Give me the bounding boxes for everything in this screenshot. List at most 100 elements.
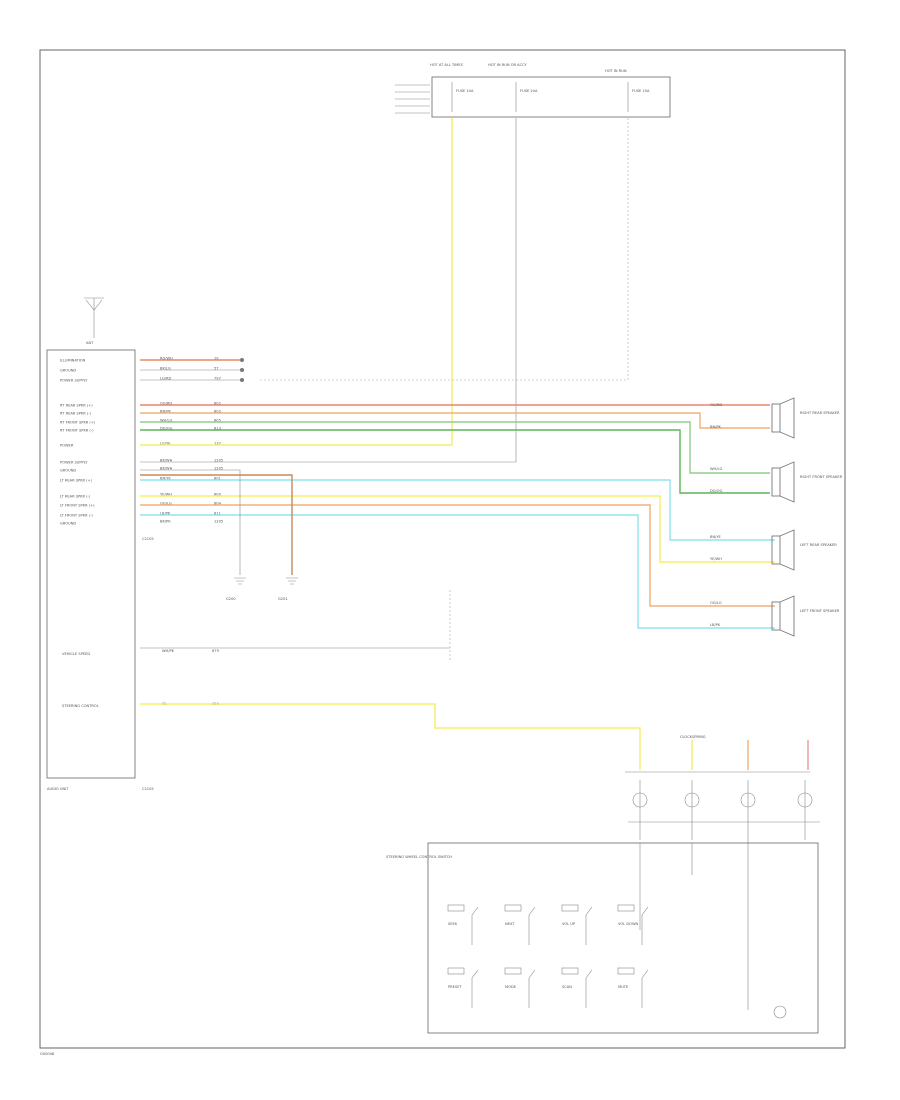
pin-circuit: 1205 <box>214 459 223 463</box>
speaker-wire-2: LB/PK <box>710 623 721 627</box>
switch-button <box>447 967 465 975</box>
pin-name: POWER SUPPLY <box>60 461 88 465</box>
speaker-wire-1: WH/LG <box>710 467 722 471</box>
pin-circuit: 804 <box>214 502 222 506</box>
pin-circuit: 811 <box>214 512 221 516</box>
switch-button <box>561 904 579 912</box>
speaker-wire-1: OG/LG <box>710 601 722 605</box>
vehicle-speed-wire: WH/PK <box>162 649 175 653</box>
pin-circuit: 797 <box>214 377 221 381</box>
pin-wire: DG/OG <box>160 427 173 431</box>
switch-button <box>504 967 522 975</box>
wire-rf-neg <box>140 429 770 494</box>
pin-circuit: 803 <box>214 410 221 414</box>
pin-name: RT REAR SPKR (-) <box>60 412 92 416</box>
wire-lf-pos <box>140 504 775 607</box>
speaker-label: RIGHT FRONT SPEAKER <box>800 475 843 479</box>
fuse-panel: HOT AT ALL TIMES HOT IN RUN OR ACCY HOT … <box>395 63 671 118</box>
steering-control-label: STEERING CONTROL <box>62 704 99 708</box>
vehicle-speed-label: VEHICLE SPEED <box>62 652 90 656</box>
wire-rf-pos <box>140 421 770 474</box>
pin-wire: LB/PK <box>160 512 171 516</box>
pin-circuit: 805 <box>214 419 221 423</box>
speaker-icon <box>771 535 781 565</box>
speaker-icon <box>771 403 781 433</box>
pin-name: GROUND <box>60 369 76 373</box>
pin-name: GROUND <box>60 469 76 473</box>
switch-label: NEXT <box>505 922 515 926</box>
pin-circuit: 1205 <box>214 520 223 524</box>
pin-wire: OG/LG <box>160 502 172 506</box>
pin-wire: BN/PK <box>160 410 172 414</box>
switch-button <box>561 967 579 975</box>
pin-wire: WH/LG <box>160 419 172 423</box>
fuse-label-3: HOT IN RUN <box>605 69 627 73</box>
pin-name: LT FRONT SPKR (+) <box>60 504 95 508</box>
ground-label-2: G201 <box>278 597 288 601</box>
splice-1 <box>240 358 244 362</box>
fuse-3-rating: FUSE 15A <box>632 89 650 93</box>
wire-acc-gray <box>140 118 517 463</box>
switch-button <box>504 904 522 912</box>
speaker-wire-1: OG/RD <box>710 403 722 407</box>
fuse-1-rating: FUSE 10A <box>456 89 474 93</box>
switch-label: VOL DOWN <box>618 922 639 926</box>
pin-wire: BK/LG <box>160 367 171 371</box>
diagram-frame <box>39 49 846 1049</box>
pin-wire: OG/RD <box>160 402 172 406</box>
wire-rr-neg <box>140 412 770 429</box>
pin-wire: LG/YE <box>160 442 171 446</box>
speaker-label: LEFT FRONT SPEAKER <box>800 609 840 613</box>
pin-wire: BK/WH <box>160 459 173 463</box>
speaker-3: LEFT FRONT SPEAKER OG/LG LB/PK <box>710 595 840 637</box>
pin-wire: BK/WH <box>160 467 173 471</box>
ground-icon-1 <box>234 577 246 585</box>
pin-circuit: 57 <box>214 367 219 371</box>
ground-label-1: G200 <box>226 597 236 601</box>
pin-name: ILLUMINATION <box>60 359 86 363</box>
fuse-label-2: HOT IN RUN OR ACCY <box>488 63 528 67</box>
speaker-wire-2: BN/PK <box>710 425 722 429</box>
pin-circuit: 813 <box>214 427 221 431</box>
pin-name: RT FRONT SPKR (+) <box>60 421 96 425</box>
clockspring: CLOCKSPRING <box>625 735 820 1010</box>
splice-2 <box>240 368 244 372</box>
fuse-label-1: HOT AT ALL TIMES <box>430 63 464 67</box>
pin-circuit: 1205 <box>214 467 223 471</box>
pin-wire: RD/WH <box>160 357 173 361</box>
pin-wire: LG/RD <box>160 377 171 381</box>
footer-code: G00048 <box>40 1052 55 1056</box>
ground-icon-module <box>773 1005 787 1019</box>
audio-unit: AUDIO UNIT C2105 C2105 ILLUMINATION RD/WH… <box>46 349 223 791</box>
pin-name: POWER <box>60 444 74 448</box>
speaker-wire-2: YE/WH <box>710 557 722 561</box>
pin-name: LT REAR SPKR (+) <box>60 479 93 483</box>
pin-wire: BK/PK <box>160 520 171 524</box>
pin-wire: YE/WH <box>160 493 172 497</box>
pin-circuit: 19 <box>214 357 219 361</box>
wire-ground-g200 <box>140 469 241 575</box>
pin-name: POWER SUPPLY <box>60 379 88 383</box>
switch-button <box>617 967 635 975</box>
wire-lr-neg <box>140 495 775 563</box>
speaker-icon <box>771 601 781 631</box>
switch-label: SEEK <box>448 922 458 926</box>
ground-icon-2 <box>286 577 298 585</box>
fuse-2-rating: FUSE 20A <box>520 89 538 93</box>
audio-connector-bottom: C2105 <box>142 787 154 791</box>
switch-label: PRESET <box>448 985 462 989</box>
antenna-icon: ANT <box>84 297 104 345</box>
audio-connector: C2105 <box>142 537 154 541</box>
antenna-label: ANT <box>86 341 94 345</box>
speaker-label: LEFT REAR SPEAKER <box>800 543 837 547</box>
audio-unit-label: AUDIO UNIT <box>47 787 69 791</box>
switch-button <box>447 904 465 912</box>
